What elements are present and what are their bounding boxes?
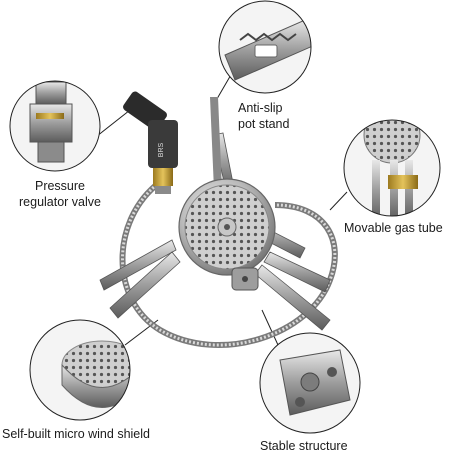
pressure-regulator-label-line1: Pressure: [34, 179, 86, 193]
wind-shield-detail-circle: [29, 319, 131, 421]
anti-slip-label: Anti-slip pot stand: [238, 100, 289, 132]
pressure-regulator-label: Pressure regulator valve: [6, 178, 114, 210]
pressure-regulator-label-line2: regulator valve: [19, 195, 101, 209]
burner-head: [178, 178, 276, 291]
stable-structure-label: Stable structure: [260, 439, 348, 453]
anti-slip-label-line2: pot stand: [238, 117, 290, 131]
regulator-valve: BRS: [123, 91, 178, 194]
valve-brand-text: BRS: [158, 142, 165, 157]
gas-tube-detail-circle: [343, 119, 441, 217]
anti-slip-detail-circle: [218, 0, 312, 94]
stable-structure-detail-circle: [259, 332, 361, 434]
gas-tube-label: Movable gas tube: [344, 221, 443, 235]
wind-shield-label: Self-built micro wind shield: [2, 427, 150, 441]
pressure-regulator-detail-circle: [9, 80, 101, 172]
gas-hose: [119, 179, 338, 348]
anti-slip-label-line1: Anti-slip: [238, 101, 283, 115]
